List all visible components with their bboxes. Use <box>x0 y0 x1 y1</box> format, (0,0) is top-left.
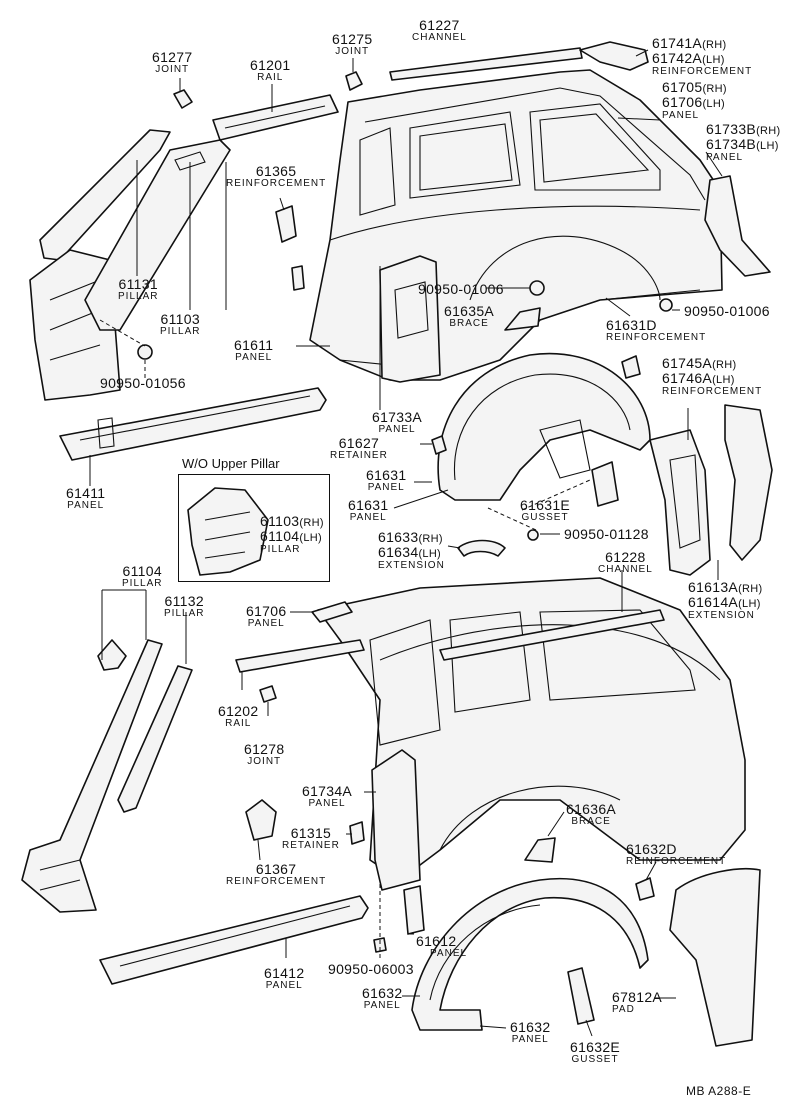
gusset-61631e-drawing <box>591 461 619 507</box>
rocker-panel-61412-drawing <box>99 895 369 985</box>
retainer-61627-drawing <box>431 435 447 455</box>
inset-title: W/O Upper Pillar <box>182 456 280 471</box>
clip-90950-01128-drawing <box>527 529 539 541</box>
label-61741a-61742a: 61741A(RH) 61742A(LH) REINFORCEMENT <box>652 35 753 77</box>
joint-61277-drawing <box>173 89 193 109</box>
reinforcement-61631d-drawing <box>621 355 641 379</box>
rail-61201-drawing <box>212 94 339 141</box>
joint-61278-drawing <box>259 685 277 703</box>
panel-61733b-drawing <box>704 175 771 277</box>
label-61705-61706: 61705(RH) 61706(LH) PANEL <box>662 79 727 121</box>
panel-61733a-drawing <box>379 255 441 383</box>
wheelhouse-61632-drawing <box>411 877 649 1031</box>
reinforcement-61365-drawing <box>275 205 297 243</box>
channel-61228-drawing <box>439 609 665 661</box>
brace-61635a-drawing <box>504 307 541 331</box>
plug-drawing <box>291 265 305 291</box>
clip-90950-01006b-drawing <box>659 298 673 312</box>
panel-61706-drawing <box>311 601 353 623</box>
leader-lines <box>89 49 723 1037</box>
label-61633-61634: 61633(RH) 61634(LH) EXTENSION <box>378 529 445 571</box>
channel-61227-drawing <box>389 47 583 81</box>
panel-61734a-drawing <box>371 749 421 891</box>
pillar-61132-drawing <box>117 665 193 813</box>
rocker-panel-61411-drawing <box>59 387 327 461</box>
wheelhouse-61631-drawing <box>437 352 651 501</box>
label-90950-01006-b: 90950-01006 <box>684 303 770 319</box>
inset-box <box>178 474 330 582</box>
extension-61613a-drawing <box>724 404 773 561</box>
pillar-61103-drawing <box>84 139 231 331</box>
clip-90950-01056-drawing <box>137 344 153 360</box>
panel-61612-drawing <box>403 885 425 935</box>
label-90950-01006-a: 90950-01006 <box>418 281 504 297</box>
inset-pillar-drawing <box>187 487 269 576</box>
clip-90950-01006-drawing <box>529 280 545 296</box>
joint-61275-drawing <box>345 71 363 91</box>
rail-61202-drawing <box>235 639 365 673</box>
clip-90950-06003-drawing <box>373 937 387 953</box>
extension-61633-drawing <box>457 539 506 557</box>
label-90950-01056: 90950-01056 <box>100 375 186 391</box>
reinforcement-61745a-drawing <box>649 429 711 576</box>
gusset-61632e-drawing <box>567 967 595 1025</box>
brace-61636a-drawing <box>524 837 556 863</box>
reinforcement-61632d-drawing <box>635 877 655 901</box>
pillar-61104-drawing <box>21 639 163 913</box>
label-61103-61104-inset: 61103(RH) 61104(LH) PILLAR <box>260 513 324 555</box>
retainer-61315-drawing <box>349 821 365 845</box>
reinforcement-61367-drawing <box>245 799 277 841</box>
reinforcement-61741a-drawing <box>579 41 649 71</box>
label-61733b-61734b: 61733B(RH) 61734B(LH) PANEL <box>706 121 781 163</box>
figure-code: MB A288-E <box>686 1084 752 1098</box>
pad-67812a-drawing <box>669 868 761 1047</box>
label-61613a-61614a: 61613A(RH) 61614A(LH) EXTENSION <box>688 579 763 621</box>
label-61745a-61746a: 61745A(RH) 61746A(LH) REINFORCEMENT <box>662 355 763 397</box>
label-90950-01128: 90950-01128 <box>564 526 649 542</box>
label-90950-06003: 90950-06003 <box>328 961 414 977</box>
